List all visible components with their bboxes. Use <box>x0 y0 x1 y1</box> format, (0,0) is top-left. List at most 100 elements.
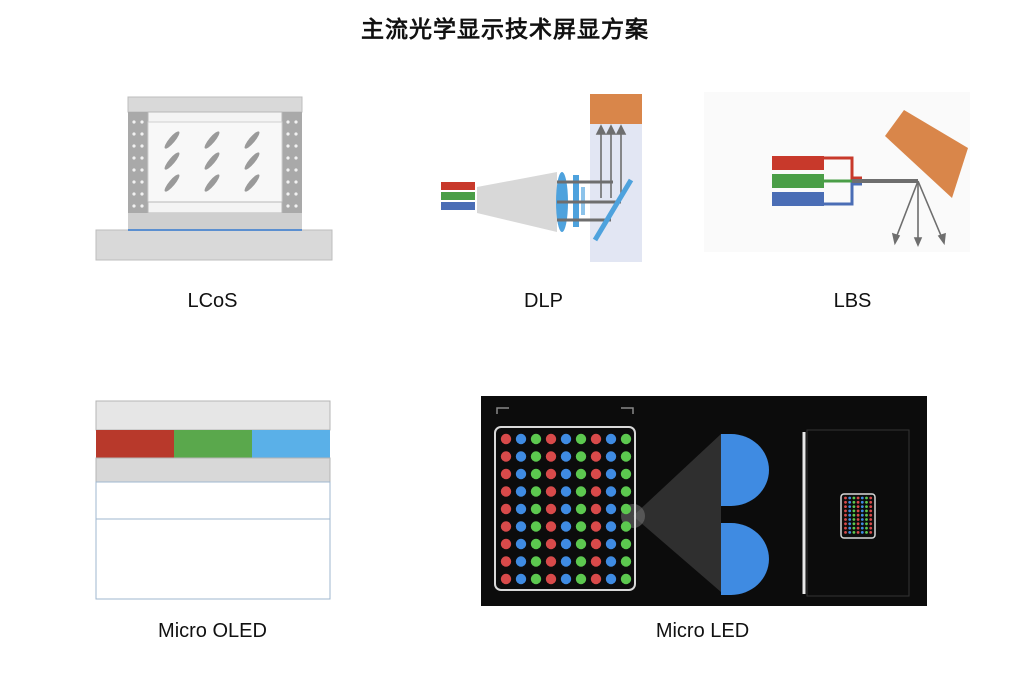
micro-led-mini-pixel <box>869 505 873 508</box>
dlp-reflected-rays <box>595 124 627 198</box>
micro-led-mini-pixel <box>848 518 852 521</box>
micro-led-pixel <box>605 486 617 497</box>
micro-led-mini-pixel <box>856 505 860 508</box>
micro-led-mini-pixel <box>852 522 856 526</box>
micro-led-pixel <box>530 556 542 567</box>
micro-led-pixel <box>560 538 572 550</box>
dlp-dmd-mirror <box>592 178 634 242</box>
lbs-scan-beams <box>891 180 946 248</box>
micro-led-pixel <box>575 573 587 585</box>
micro-led-pixel <box>605 573 617 585</box>
micro-led-pixel <box>620 468 632 480</box>
micro-led-mini-pixel <box>856 518 860 521</box>
micro-led-pixel <box>590 503 602 515</box>
oled-anode-layer <box>95 481 331 520</box>
dlp-output-prism <box>590 122 642 262</box>
micro-led-caption: Micro LED <box>655 620 750 642</box>
micro-led-pixel <box>575 503 587 515</box>
micro-led-pixel <box>515 538 527 550</box>
micro-led-pixel <box>620 556 632 567</box>
micro-led-pixel <box>545 538 557 550</box>
micro-led-pixel <box>545 503 557 515</box>
micro-led-mini-pixel <box>860 513 864 517</box>
micro-led-pixel <box>605 451 617 462</box>
oled-blue-subpixel <box>252 430 330 458</box>
micro-led-pixel <box>560 573 572 585</box>
micro-led-pixel <box>575 521 587 532</box>
micro-led-lens-top <box>721 434 769 506</box>
micro-led-mini-pixel <box>852 526 856 530</box>
micro-led-mini-pixel <box>869 522 873 526</box>
micro-led-pixel <box>515 433 527 445</box>
micro-led-pixel <box>515 573 527 585</box>
micro-led-pixel <box>500 556 512 567</box>
micro-led-mini-pixel <box>865 509 868 513</box>
micro-led-pixel <box>545 486 557 497</box>
dlp-image-plane <box>590 94 642 124</box>
micro-led-mini-pixel <box>865 518 868 521</box>
lcos-top-electrode <box>147 111 283 123</box>
micro-led-pixel <box>530 538 542 550</box>
micro-led-mini-pixel <box>852 531 856 534</box>
micro-led-mini-pixel <box>848 500 852 504</box>
micro-led-pixel <box>560 503 572 515</box>
micro-led-mini-pixel <box>848 509 852 513</box>
micro-led-pixel <box>545 468 557 480</box>
micro-led-mini-pixel <box>848 513 852 517</box>
micro-led-pixel <box>530 573 542 585</box>
lcos-top-glass <box>127 96 303 113</box>
micro-led-pixel <box>530 433 542 445</box>
micro-led-pixel <box>605 556 617 567</box>
micro-led-mini-pixel <box>869 500 873 504</box>
micro-led-pixel <box>620 451 632 462</box>
lbs-green-laser <box>772 174 824 188</box>
lcos-bottom-electrode <box>147 201 283 214</box>
micro-led-pixel-array <box>494 426 636 591</box>
micro-led-pixel <box>575 468 587 480</box>
micro-led-mini-pixel <box>852 505 856 508</box>
micro-led-pixel <box>560 451 572 462</box>
micro-led-pixel <box>530 503 542 515</box>
micro-led-mini-pixel <box>869 526 873 530</box>
page-title: 主流光学显示技术屏显方案 <box>361 17 649 43</box>
micro-led-mini-pixel <box>844 505 847 508</box>
micro-oled-caption: Micro OLED <box>158 620 267 642</box>
micro-led-pixel <box>560 433 572 445</box>
micro-led-mini-pixel <box>865 531 868 534</box>
micro-led-mini-pixel <box>865 522 868 526</box>
micro-led-pixel <box>620 521 632 532</box>
lcos-caption: LCoS <box>187 290 238 312</box>
micro-led-pixel <box>500 468 512 480</box>
micro-led-pixel <box>590 573 602 585</box>
micro-led-pixel <box>605 503 617 515</box>
micro-led-pixel <box>530 468 542 480</box>
micro-led-mini-pixel <box>852 513 856 517</box>
micro-led-pixel <box>575 451 587 462</box>
micro-led-pixel <box>590 433 602 445</box>
micro-led-pixel <box>515 556 527 567</box>
lbs-mems-mirror <box>885 110 968 198</box>
micro-led-pixel <box>605 433 617 445</box>
micro-led-mini-pixel <box>856 526 860 530</box>
micro-led-mini-pixel <box>856 531 860 534</box>
lbs-caption: LBS <box>833 290 872 312</box>
micro-led-background <box>481 396 927 606</box>
micro-led-mini-pixel <box>865 505 868 508</box>
micro-led-pixel <box>605 521 617 532</box>
micro-led-pixel <box>590 538 602 550</box>
micro-led-pixel <box>560 521 572 532</box>
micro-led-pixel <box>575 556 587 567</box>
lbs-red-laser <box>772 156 824 170</box>
micro-led-projected-image <box>840 493 876 539</box>
lbs-blue-laser <box>772 192 824 206</box>
micro-led-mini-pixel <box>860 522 864 526</box>
dlp-light-cone <box>477 172 557 232</box>
micro-led-pixel <box>545 521 557 532</box>
micro-led-mini-pixel <box>860 526 864 530</box>
micro-led-mini-pixel <box>856 522 860 526</box>
micro-led-pixel <box>590 556 602 567</box>
micro-led-pixel <box>500 573 512 585</box>
micro-led-pixel <box>620 503 632 515</box>
micro-led-pixel <box>575 433 587 445</box>
micro-led-mini-pixel <box>852 496 856 500</box>
